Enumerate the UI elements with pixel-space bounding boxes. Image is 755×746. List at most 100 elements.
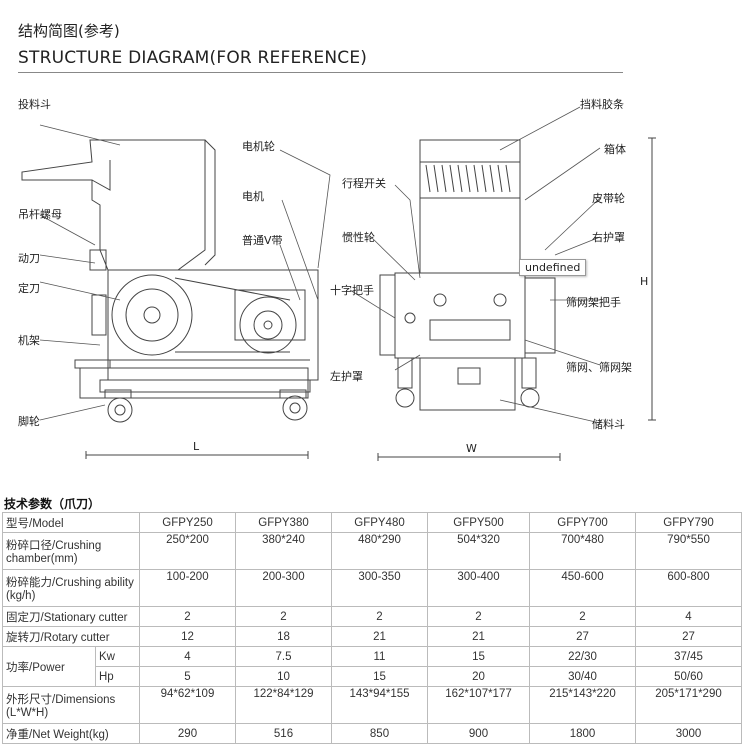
label-right-cover: 右护罩 — [592, 231, 625, 244]
spec-table: 型号/Model GFPY250 GFPY380 GFPY480 GFPY500… — [2, 512, 742, 744]
side-view-machine — [21, 139, 319, 459]
label-frame: 机架 — [18, 334, 40, 347]
label-flywheel: 惯性轮 — [342, 231, 375, 244]
cell: GFPY380 — [235, 512, 332, 533]
table-row: 粉碎能力/Crushing ability (kg/h) 100-200 200… — [2, 569, 742, 607]
row-label: 固定刀/Stationary cutter — [2, 606, 140, 627]
cell: 10 — [235, 666, 332, 687]
row-label: 粉碎口径/Crushing chamber(mm) — [2, 532, 140, 570]
label-cross-handle: 十字把手 — [330, 284, 374, 297]
cell: 18 — [235, 626, 332, 647]
cell: 12 — [139, 626, 236, 647]
table-row: Hp 5 10 15 20 30/40 50/60 — [3, 666, 742, 687]
cell: 2 — [529, 606, 636, 627]
cell: GFPY250 — [139, 512, 236, 533]
label-bin: 储料斗 — [592, 418, 625, 431]
unit-label: Kw — [95, 646, 140, 667]
cell: 162*107*177 — [427, 686, 530, 724]
label-v-belt: 普通V带 — [242, 234, 283, 247]
cell: GFPY480 — [331, 512, 428, 533]
cell: 790*550 — [635, 532, 742, 570]
label-motor: 电机 — [242, 190, 264, 203]
cell: 2 — [235, 606, 332, 627]
dimension-w: W — [466, 442, 477, 455]
label-screen-handle: 筛网架把手 — [566, 296, 621, 309]
label-moving-knife: 动刀 — [18, 252, 40, 265]
cell: 504*320 — [427, 532, 530, 570]
cell: 7.5 — [235, 646, 332, 667]
cell: 94*62*109 — [139, 686, 236, 724]
structure-diagram — [21, 106, 656, 461]
cell: 3000 — [635, 723, 742, 744]
cell: 205*171*290 — [635, 686, 742, 724]
cell: 2 — [331, 606, 428, 627]
cell: 100-200 — [139, 569, 236, 607]
cell: 450-600 — [529, 569, 636, 607]
table-row: 粉碎口径/Crushing chamber(mm) 250*200 380*24… — [2, 532, 742, 570]
label-hopper: 投料斗 — [18, 98, 51, 111]
cell: 20 — [427, 666, 530, 687]
cell: 4 — [635, 606, 742, 627]
cell: 27 — [635, 626, 742, 647]
cell: GFPY790 — [635, 512, 742, 533]
unit-label: Hp — [95, 666, 140, 687]
label-left-cover: 左护罩 — [330, 370, 363, 383]
row-label: 外形尺寸/Dimensions (L*W*H) — [2, 686, 140, 724]
row-label: 型号/Model — [2, 512, 140, 533]
label-screen: 筛网、筛网架 — [566, 361, 632, 374]
label-belt-pulley: 皮带轮 — [592, 192, 625, 205]
table-row: 固定刀/Stationary cutter 2 2 2 2 2 4 — [2, 606, 742, 627]
label-fixed-knife: 定刀 — [18, 282, 40, 295]
front-view-machine — [377, 137, 656, 461]
cell: 215*143*220 — [529, 686, 636, 724]
row-label: 粉碎能力/Crushing ability (kg/h) — [2, 569, 140, 607]
cell: GFPY700 — [529, 512, 636, 533]
cell: 290 — [139, 723, 236, 744]
label-travel-switch: 行程开关 — [342, 177, 386, 190]
cell: 300-400 — [427, 569, 530, 607]
cell: 15 — [331, 666, 428, 687]
cell: 380*240 — [235, 532, 332, 570]
row-label: 功率/Power — [2, 646, 96, 687]
page-title-cn: 结构简图(参考) — [18, 22, 120, 40]
cell: 2 — [139, 606, 236, 627]
cell: 480*290 — [331, 532, 428, 570]
front-view-leaders — [349, 106, 601, 424]
spec-title: 技术参数（爪刀） — [4, 497, 101, 511]
cell: 122*84*129 — [235, 686, 332, 724]
label-hanger-nut: 吊杆螺母 — [18, 208, 62, 221]
label-rubber-flap: 挡料胶条 — [580, 98, 624, 111]
cell: 21 — [331, 626, 428, 647]
cell: 143*94*155 — [331, 686, 428, 724]
table-row: 功率/Power Kw 4 7.5 11 15 22/30 37/45 — [2, 646, 742, 687]
dimension-l: L — [193, 440, 200, 453]
cell: 27 — [529, 626, 636, 647]
label-caster: 脚轮 — [18, 415, 40, 428]
cell: 21 — [427, 626, 530, 647]
row-label: 净重/Net Weight(kg) — [2, 723, 140, 744]
cell: 700*480 — [529, 532, 636, 570]
cell: 200-300 — [235, 569, 332, 607]
cell: 37/45 — [635, 646, 742, 667]
cell: 516 — [235, 723, 332, 744]
cell: 15 — [427, 646, 530, 667]
tooltip: undefined — [519, 259, 587, 276]
table-row: 旋转刀/Rotary cutter 12 18 21 21 27 27 — [2, 626, 742, 647]
cell: 50/60 — [635, 666, 742, 687]
cell: 250*200 — [139, 532, 236, 570]
table-row: 型号/Model GFPY250 GFPY380 GFPY480 GFPY500… — [2, 512, 742, 533]
cell: 30/40 — [529, 666, 636, 687]
page-title-en: STRUCTURE DIAGRAM(FOR REFERENCE) — [18, 48, 368, 68]
cell: 22/30 — [529, 646, 636, 667]
cell: GFPY500 — [427, 512, 530, 533]
cell: 300-350 — [331, 569, 428, 607]
title-divider — [18, 72, 623, 73]
cell: 5 — [139, 666, 236, 687]
row-label: 旋转刀/Rotary cutter — [2, 626, 140, 647]
cell: 850 — [331, 723, 428, 744]
label-box: 箱体 — [604, 143, 626, 156]
label-motor-pulley: 电机轮 — [242, 140, 275, 153]
table-row: 净重/Net Weight(kg) 290 516 850 900 1800 3… — [2, 723, 742, 744]
side-view-leaders — [39, 124, 331, 421]
cell: 1800 — [529, 723, 636, 744]
